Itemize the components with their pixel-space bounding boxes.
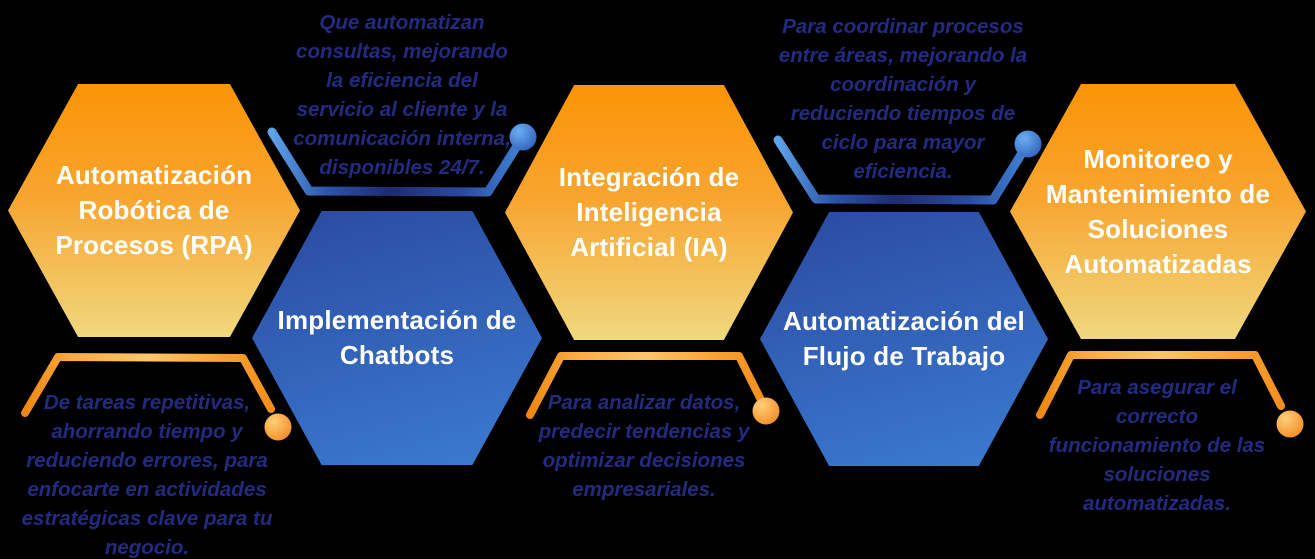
connector-dot-rpa — [264, 413, 292, 441]
hexagon-monitoreo: Monitoreo y Mantenimiento de Soluciones … — [1010, 84, 1306, 339]
connector-line-flujo — [773, 135, 1027, 205]
hexagon-rpa-label: Automatización Robótica de Procesos (RPA… — [55, 160, 253, 260]
hexagon-rpa: Automatización Robótica de Procesos (RPA… — [8, 84, 300, 337]
note-chatbots: Que automatizan consultas, mejorando la … — [293, 11, 511, 179]
hexagon-flujo: Automatización del Flujo de Trabajo — [760, 212, 1048, 466]
hexagon-chatbots-label: Implementación de Chatbots — [277, 305, 517, 370]
connector-dot-monitoreo — [1276, 410, 1304, 438]
hexagon-ia: Integración de Inteligencia Artificial (… — [505, 85, 793, 340]
note-rpa: De tareas repetitivas, ahorrando tiempo … — [21, 391, 273, 559]
connector-line-monitoreo — [1036, 351, 1285, 419]
connector-line-chatbots — [267, 127, 522, 197]
connector-dot-flujo — [1014, 130, 1042, 158]
note-flujo: Para coordinar procesos entre áreas, mej… — [778, 15, 1028, 183]
connector-dot-ia — [752, 397, 780, 425]
connector-dot-chatbots — [509, 123, 537, 151]
connector-line-rpa — [21, 353, 275, 417]
connector-line-ia — [526, 352, 766, 419]
note-monitoreo: Para asegurar el correcto funcionamiento… — [1048, 376, 1266, 515]
hexagon-monitoreo-label: Monitoreo y Mantenimiento de Soluciones … — [1045, 143, 1271, 279]
hexagon-ia-label: Integración de Inteligencia Artificial (… — [558, 162, 740, 262]
hexagon-flujo-label: Automatización del Flujo de Trabajo — [783, 306, 1025, 371]
hexagon-chatbots: Implementación de Chatbots — [252, 211, 542, 465]
note-ia: Para analizar datos, predecir tendencias… — [538, 391, 750, 501]
